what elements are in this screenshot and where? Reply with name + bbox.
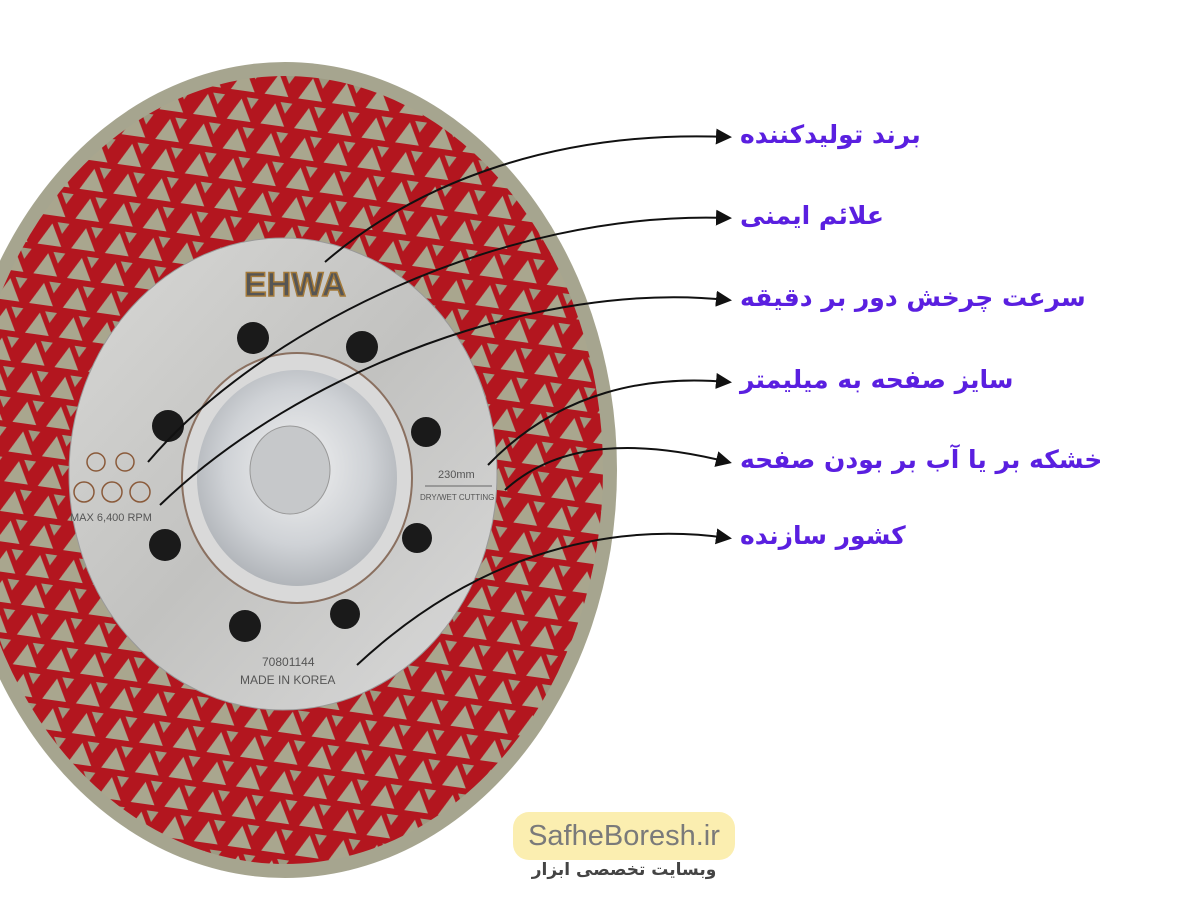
blade-cutting-type: DRY/WET CUTTING: [420, 493, 494, 502]
blade-rpm: MAX 6,400 RPM: [70, 512, 152, 524]
callout-safety-symbols: علائم ایمنی: [740, 201, 884, 230]
blade-serial: 70801144: [262, 655, 315, 669]
callout-rpm: سرعت چرخش دور بر دقیقه: [740, 283, 1086, 312]
blade-size: 230mm: [438, 469, 475, 481]
blade-brand: EHWA: [244, 266, 346, 304]
callout-size: سایز صفحه به میلیمتر: [740, 365, 1014, 394]
callout-lines: [147, 128, 732, 666]
bolt-icons: [149, 322, 441, 642]
blade-origin: MADE IN KOREA: [240, 673, 335, 687]
callout-origin: کشور سازنده: [740, 521, 906, 550]
diamond-blade: EHWA MAX 6,400 RPM 230mm DRY/WET CUTTING…: [0, 62, 617, 878]
watermark-site: SafheBoresh.ir: [513, 812, 735, 860]
watermark-tagline: وبسایت تخصصی ابزار: [531, 860, 717, 880]
callout-cutting-type: خشکه بر یا آب بر بودن صفحه: [740, 445, 1103, 474]
callout-labels: برند تولیدکننده علائم ایمنی سرعت چرخش دو…: [740, 0, 1140, 600]
safety-icons: [73, 452, 151, 503]
callout-brand: برند تولیدکننده: [740, 120, 921, 149]
